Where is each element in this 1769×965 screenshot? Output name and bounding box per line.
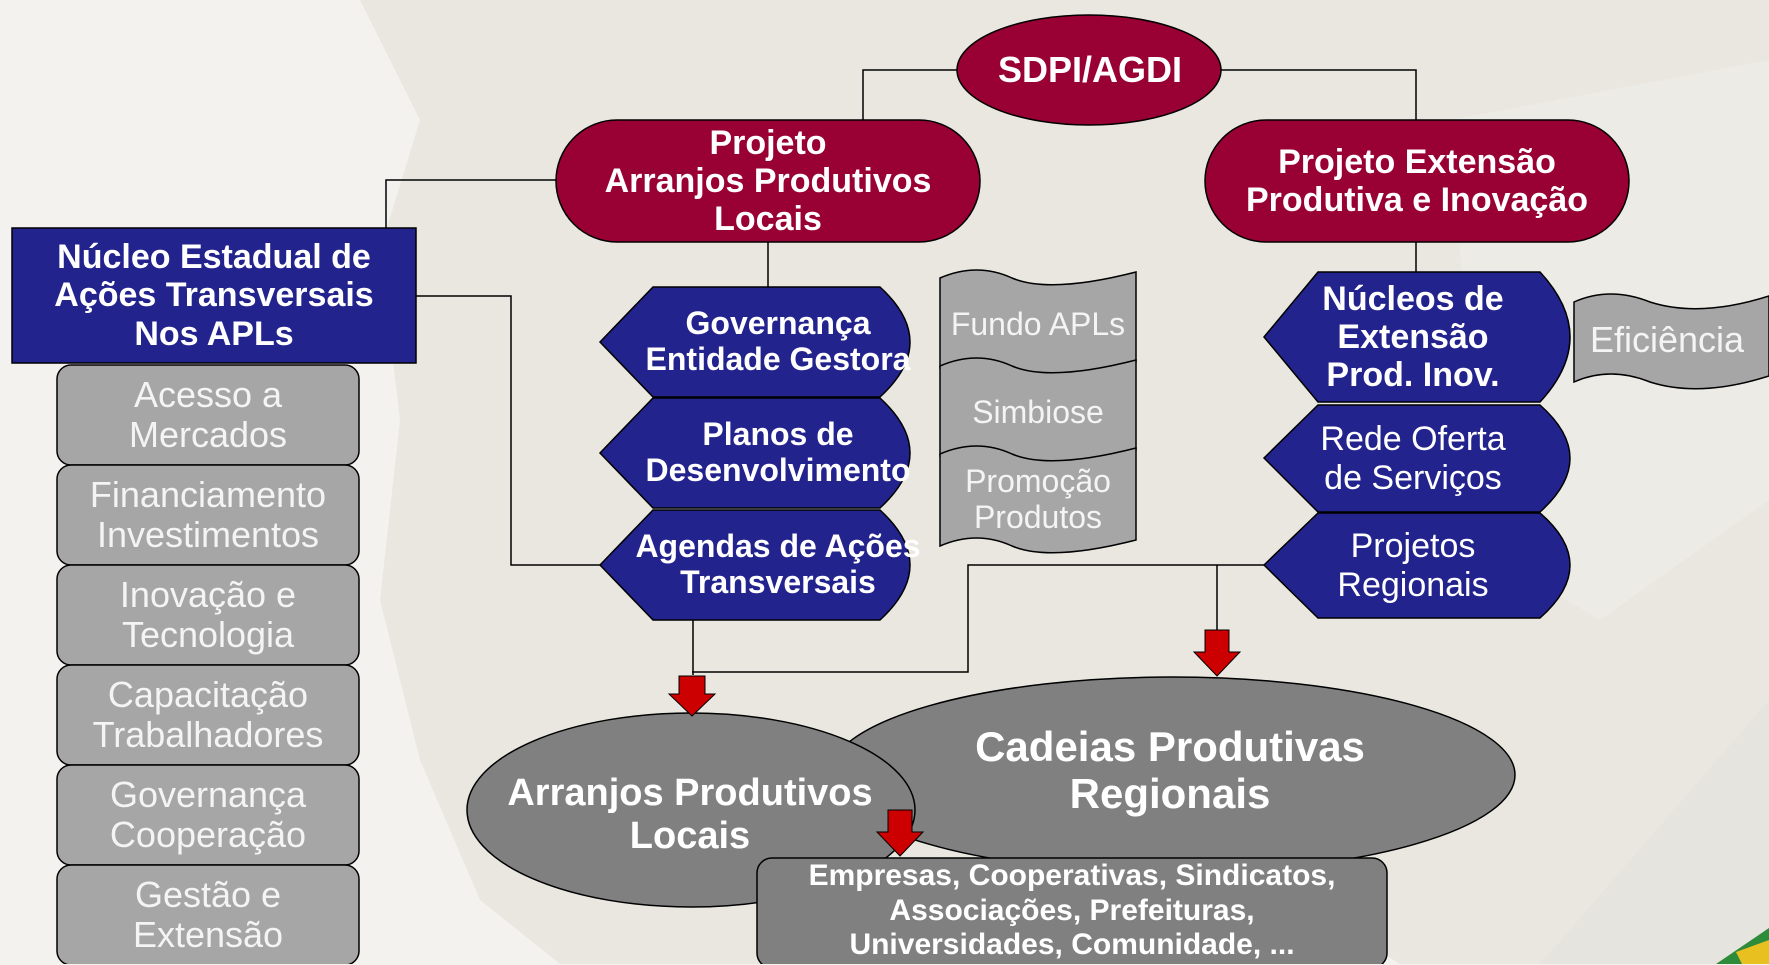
nucleo-label: Núcleo Estadual de Ações Transversais No… [54,238,374,353]
down-arrows [667,629,1242,857]
project-apl-label: Projeto Arranjos Produtivos Locais [604,123,932,239]
arrow-to-empresas [875,809,925,857]
root-ellipse [956,14,1222,126]
ext-doc-label: Eficiência [1590,318,1745,360]
apl-doc-item: Fundo APLs [950,306,1126,343]
arrow-to-cadeias [1192,629,1242,677]
project-apl-box [555,119,981,243]
root-label: SDPI/AGDI [997,48,1183,90]
ext-item-shapes [1262,271,1571,619]
left-item-boxes [56,364,360,964]
apl-doc-item: Simbiose [972,394,1104,431]
connectors [385,69,1417,675]
empresas-box [756,857,1388,964]
logo-corner-mark [1716,928,1769,964]
apl-item-shapes [598,286,911,621]
empresas-label: Empresas, Cooperativas, Sindicatos,Assoc… [808,859,1336,962]
project-ext-box [1204,119,1630,243]
project-ext-label: Projeto Extensão Produtiva e Inovação [1246,142,1588,219]
apl-doc-shapes [939,269,1137,554]
ext-doc-shape [1573,293,1769,390]
nucleo-box [11,227,417,364]
arrow-to-arranjos [667,675,717,717]
